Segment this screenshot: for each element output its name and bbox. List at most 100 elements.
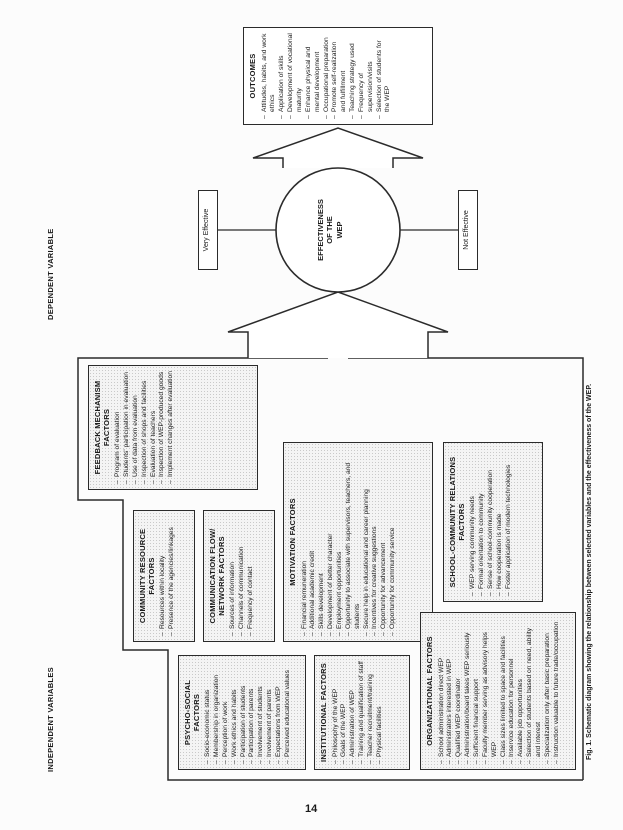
school-community-relations-box: SCHOOL-COMMUNITY RELATIONS FACTORS WEP s… xyxy=(443,442,543,602)
school-community-list: WEP serving community needs Formal orien… xyxy=(469,448,513,596)
list-item: Participation of parents xyxy=(248,661,257,764)
effectiveness-line-2: OF THE xyxy=(325,216,335,244)
psycho-social-factors-box: PSYCHO-SOCIAL FACTORS Socio-economic sta… xyxy=(178,655,306,770)
list-item: Opportunity to associate with supervisor… xyxy=(345,448,363,636)
list-item: Work ethics and habits xyxy=(231,661,240,764)
list-item: Evaluation of teachers xyxy=(150,371,159,484)
list-item: Additional academic credit xyxy=(309,448,318,636)
list-item: Administrators interested in WEP xyxy=(446,618,455,764)
list-item: Employment opportunities xyxy=(336,448,345,636)
list-item: Sense of school-community cooperation xyxy=(487,448,496,596)
communication-flow-list: Sources of information Channels of commu… xyxy=(229,516,256,636)
list-item: Participation of students xyxy=(240,661,249,764)
list-item: Socio-economic status xyxy=(204,661,213,764)
list-item: Administration/board takes WEP seriously xyxy=(464,618,473,764)
page-number: 14 xyxy=(305,803,318,815)
feedback-list: Program of evaluation Students' particip… xyxy=(114,371,176,484)
list-item: Inspection of shops and facilities xyxy=(141,371,150,484)
pyramid-outline xyxy=(77,357,583,781)
list-item: Use of data from evaluation xyxy=(132,371,141,484)
independent-variables-label: INDEPENDENT VARIABLES xyxy=(46,667,55,772)
list-item: Occupational preparation xyxy=(323,33,332,119)
organizational-factors-box: ORGANIZATIONAL FACTORS School administra… xyxy=(420,612,576,770)
list-item: Promote self-realization and fulfillment xyxy=(331,33,349,119)
institutional-factors-box: INSTITUTIONAL FACTORS Philosophy of the … xyxy=(314,655,410,770)
list-item: Resources within locality xyxy=(159,516,168,636)
list-item: Philosophy of the WEP xyxy=(332,661,341,764)
list-item: Involvement of parents xyxy=(266,661,275,764)
list-item: Membership in organization xyxy=(213,661,222,764)
dependent-variable-label: DEPENDENT VARIABLE xyxy=(46,228,55,320)
community-resource-factors-box: COMMUNITY RESOURCE FACTORS Resources wit… xyxy=(133,510,195,642)
list-item: Teacher recruitment/training xyxy=(367,661,376,764)
list-item: WEP serving community needs xyxy=(469,448,478,596)
list-item: School administration direct WEP xyxy=(438,618,447,764)
figure-caption: Fig. 1. Schematic diagram showing the re… xyxy=(586,383,593,760)
communication-flow-title: COMMUNICATION FLOW/ NETWORK FACTORS xyxy=(208,528,226,624)
list-item: Expectations from WEP xyxy=(275,661,284,764)
list-item: Instruction valuable to future trade/occ… xyxy=(553,618,562,764)
list-item: Selection of students for the WEP xyxy=(376,33,394,119)
motivation-list: Financial remuneration Additional academ… xyxy=(301,448,398,636)
institutional-title: INSTITUTIONAL FACTORS xyxy=(319,663,328,762)
input-arrow xyxy=(227,291,449,358)
list-item: Program of evaluation xyxy=(114,371,123,484)
list-item: Enhance physical and mental development xyxy=(305,33,323,119)
outcomes-box: OUTCOMES Attitudes, habits, and work eth… xyxy=(243,27,433,125)
school-community-title: SCHOOL-COMMUNITY RELATIONS FACTORS xyxy=(448,456,466,588)
communication-flow-factors-box: COMMUNICATION FLOW/ NETWORK FACTORS Sour… xyxy=(203,510,275,642)
output-arrow xyxy=(252,127,424,168)
list-item: Goals of the WEP xyxy=(340,661,349,764)
list-item: Physical facilities xyxy=(376,661,385,764)
list-item: Training and qualification of staff xyxy=(358,661,367,764)
list-item: How cooperation is made xyxy=(496,448,505,596)
psycho-social-list: Socio-economic status Membership in orga… xyxy=(204,661,292,764)
list-item: Implement changes after evaluation xyxy=(167,371,176,484)
list-item: Skills development xyxy=(318,448,327,636)
list-item: Inservice education for personnel xyxy=(508,618,517,764)
list-item: Perceived educational values xyxy=(284,661,293,764)
list-item: Secure help in educational and career pl… xyxy=(363,448,372,636)
list-item: Inspection of WEP-produced goods xyxy=(158,371,167,484)
list-item: Foster application of modern technologie… xyxy=(505,448,514,596)
motivation-title: MOTIVATION FACTORS xyxy=(288,498,297,586)
list-item: Sources of information xyxy=(229,516,238,636)
effectiveness-line-3: WEP xyxy=(334,221,344,239)
outcomes-title: OUTCOMES xyxy=(248,53,257,99)
not-effective-box: Not Effective xyxy=(458,190,478,270)
effectiveness-label: EFFECTIVENESS OF THE WEP xyxy=(316,180,344,280)
motivation-factors-box: MOTIVATION FACTORS Financial remuneratio… xyxy=(283,442,433,642)
list-item: Perception of work xyxy=(222,661,231,764)
list-item: Faculty member serving as advisory helps… xyxy=(482,618,500,764)
list-item: Class sizes limited to space and facilit… xyxy=(500,618,509,764)
list-item: Selection of students based on need, abi… xyxy=(526,618,544,764)
feedback-mechanism-factors-box: FEEDBACK MECHANISM FACTORS Program of ev… xyxy=(88,365,258,490)
psycho-social-title: PSYCHO-SOCIAL FACTORS xyxy=(183,679,201,746)
outcomes-list: Attitudes, habits, and work ethics Appli… xyxy=(261,33,394,119)
very-effective-box: Very Effective xyxy=(198,190,218,270)
list-item: Incentives for creative suggestions xyxy=(371,448,380,636)
list-item: Involvement of students xyxy=(257,661,266,764)
organizational-list: School administration direct WEP Adminis… xyxy=(438,618,562,764)
community-resource-list: Resources within locality Presence of th… xyxy=(159,516,177,636)
community-resource-title: COMMUNITY RESOURCE FACTORS xyxy=(138,528,156,624)
list-item: Teaching strategy used xyxy=(349,33,358,119)
list-item: Application of skills xyxy=(278,33,287,119)
diagram-connectors xyxy=(77,127,584,781)
organizational-title: ORGANIZATIONAL FACTORS xyxy=(425,636,434,746)
list-item: Qualified WEP coordinator xyxy=(455,618,464,764)
list-item: Opportunity for community service xyxy=(389,448,398,636)
schematic-figure: INDEPENDENT VARIABLES DEPENDENT VARIABLE… xyxy=(38,20,598,790)
list-item: Frequency of supervision/visits xyxy=(358,33,376,119)
list-item: Opportunity for advancement xyxy=(380,448,389,636)
institutional-list: Philosophy of the WEP Goals of the WEP A… xyxy=(332,661,385,764)
list-item: Development of vocational maturity xyxy=(287,33,305,119)
list-item: Formal orientation to community xyxy=(478,448,487,596)
feedback-title: FEEDBACK MECHANISM FACTORS xyxy=(93,380,111,475)
list-item: Financial remuneration xyxy=(301,448,310,636)
list-item: Students' participation in evaluation xyxy=(123,371,132,484)
list-item: Presence of the agencies/linkages xyxy=(168,516,177,636)
list-item: Channels of communication xyxy=(238,516,247,636)
effectiveness-line-1: EFFECTIVENESS xyxy=(316,199,325,261)
list-item: Frequency of contact xyxy=(247,516,256,636)
